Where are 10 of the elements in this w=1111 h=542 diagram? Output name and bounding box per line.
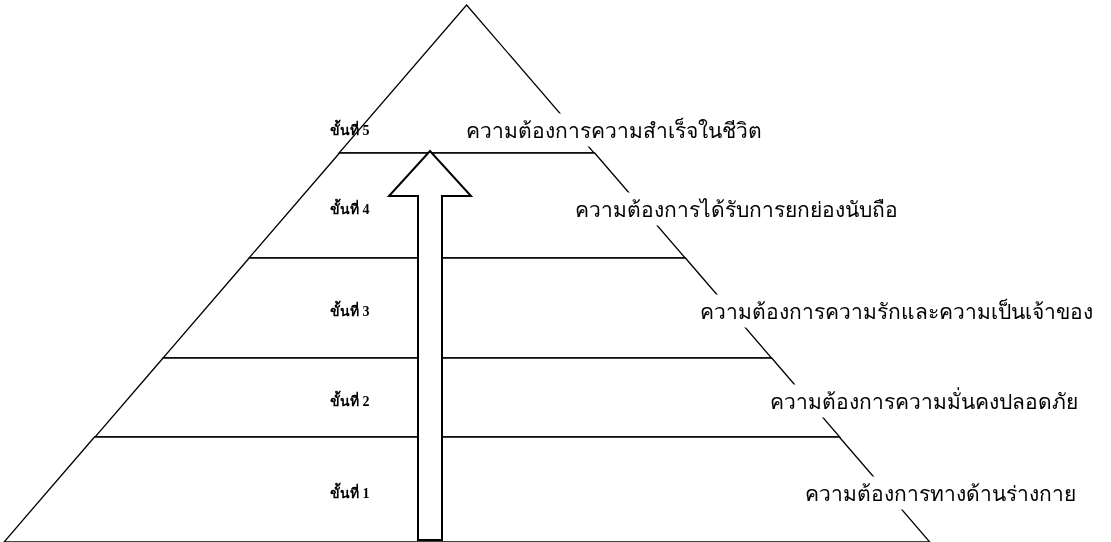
level-label: ขั้นที่ 1	[330, 481, 370, 504]
need-description: ความต้องการความสำเร็จในชีวิต	[466, 113, 762, 147]
need-description: ความต้องการความมั่นคงปลอดภัย	[770, 384, 1078, 417]
need-description: ความต้องการความรักและความเป็นเจ้าของ	[700, 294, 1093, 328]
level-label: ขั้นที่ 3	[330, 300, 370, 322]
level-label: ขั้นที่ 4	[330, 197, 370, 220]
level-label: ขั้นที่ 5	[330, 119, 370, 141]
need-description: ความต้องการได้รับการยกย่องนับถือ	[575, 192, 898, 225]
level-label: ขั้นที่ 2	[330, 389, 370, 412]
need-description: ความต้องการทางด้านร่างกาย	[805, 476, 1076, 509]
